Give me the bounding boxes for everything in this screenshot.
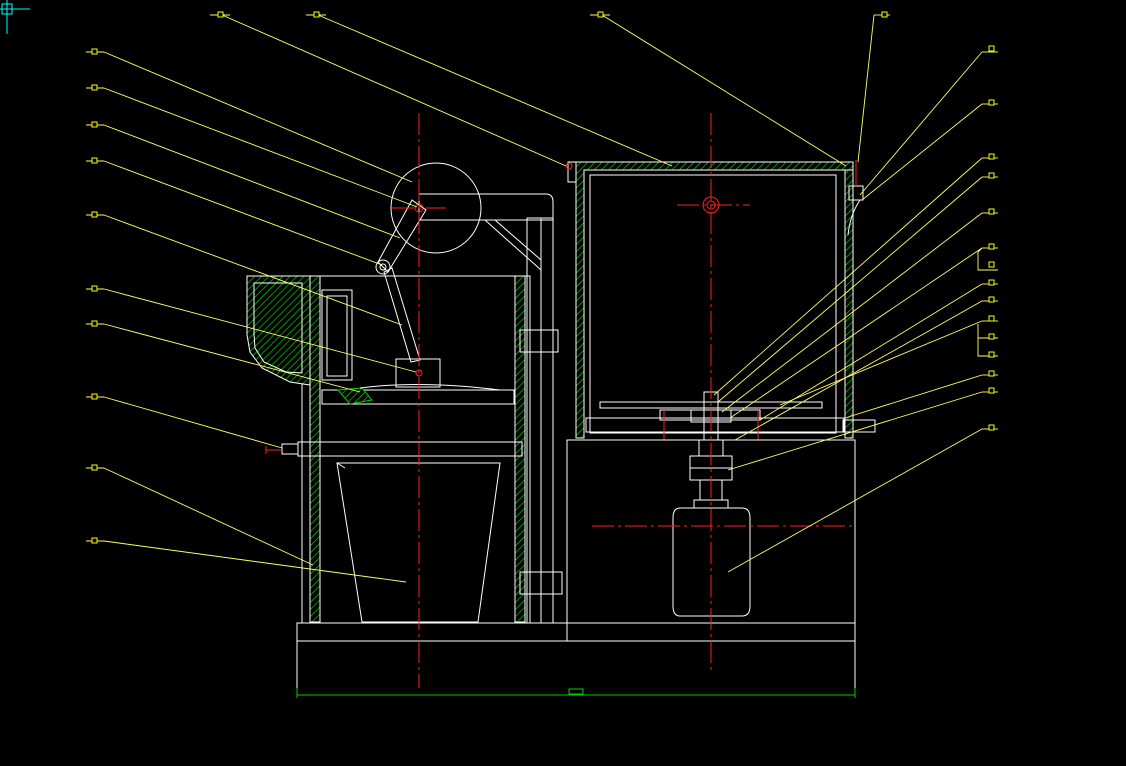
electric-motor	[672, 507, 751, 617]
lid-latch	[847, 160, 864, 236]
left-housing	[301, 275, 531, 624]
right-tank	[565, 161, 854, 439]
feed-hopper	[246, 275, 311, 386]
discharge-outlet	[265, 443, 299, 455]
tank-axis-circle	[702, 196, 720, 214]
grinding-disc	[321, 358, 515, 405]
collection-funnel	[336, 462, 501, 623]
mid-plate	[297, 441, 523, 457]
centerlines	[392, 113, 855, 688]
motor-compartment	[566, 419, 876, 624]
base-dimension-line	[296, 688, 856, 698]
support-column	[519, 217, 563, 624]
stirring-plate	[585, 401, 845, 440]
callout-leaders	[86, 14, 998, 583]
crank-arm-bracket	[375, 162, 554, 363]
inner-hopper	[321, 289, 353, 381]
base-plate	[296, 622, 856, 698]
ucs-cursor-icon	[0, 0, 30, 34]
callout-markers	[91, 11, 995, 544]
